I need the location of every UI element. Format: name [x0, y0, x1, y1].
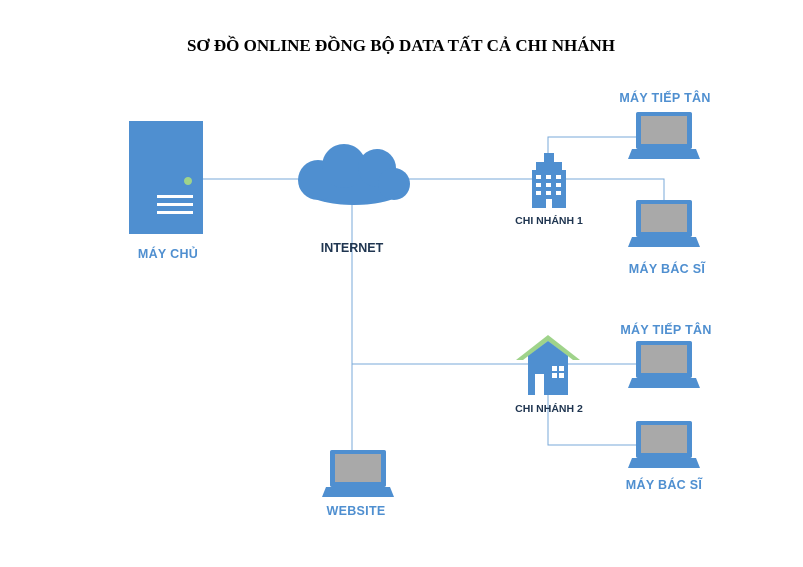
- house-icon: [516, 335, 580, 395]
- branch2-doctor-label: MÁY BÁC SĨ: [626, 477, 704, 492]
- branch2-doctor-laptop-icon: [628, 421, 700, 468]
- branch2-reception-laptop-icon: [628, 341, 700, 388]
- branch2-label: CHI NHÁNH 2: [515, 402, 583, 415]
- branch1-label: CHI NHÁNH 1: [515, 214, 583, 227]
- branch1-reception-laptop-icon: [628, 112, 700, 159]
- branch1-reception-label: MÁY TIẾP TÂN: [619, 90, 710, 105]
- branch2-reception-label: MÁY TIẾP TÂN: [620, 322, 711, 337]
- server-label: MÁY CHỦ: [138, 246, 198, 261]
- cloud-icon: [298, 144, 410, 205]
- branch1-reception-link: [547, 136, 636, 160]
- connection-lines: [188, 136, 665, 450]
- website-label: WEBSITE: [326, 504, 385, 518]
- internet-label: INTERNET: [321, 241, 384, 255]
- server-icon: [129, 121, 203, 234]
- branch1-doctor-laptop-icon: [628, 200, 700, 247]
- website-laptop-icon: [322, 450, 394, 497]
- office-building-icon: [532, 153, 566, 208]
- branch1-doctor-label: MÁY BÁC SĨ: [629, 261, 707, 276]
- diagram-title: SƠ ĐỒ ONLINE ĐỒNG BỘ DATA TẤT CẢ CHI NHÁ…: [187, 35, 615, 55]
- branch2-doctor-link: [547, 395, 636, 446]
